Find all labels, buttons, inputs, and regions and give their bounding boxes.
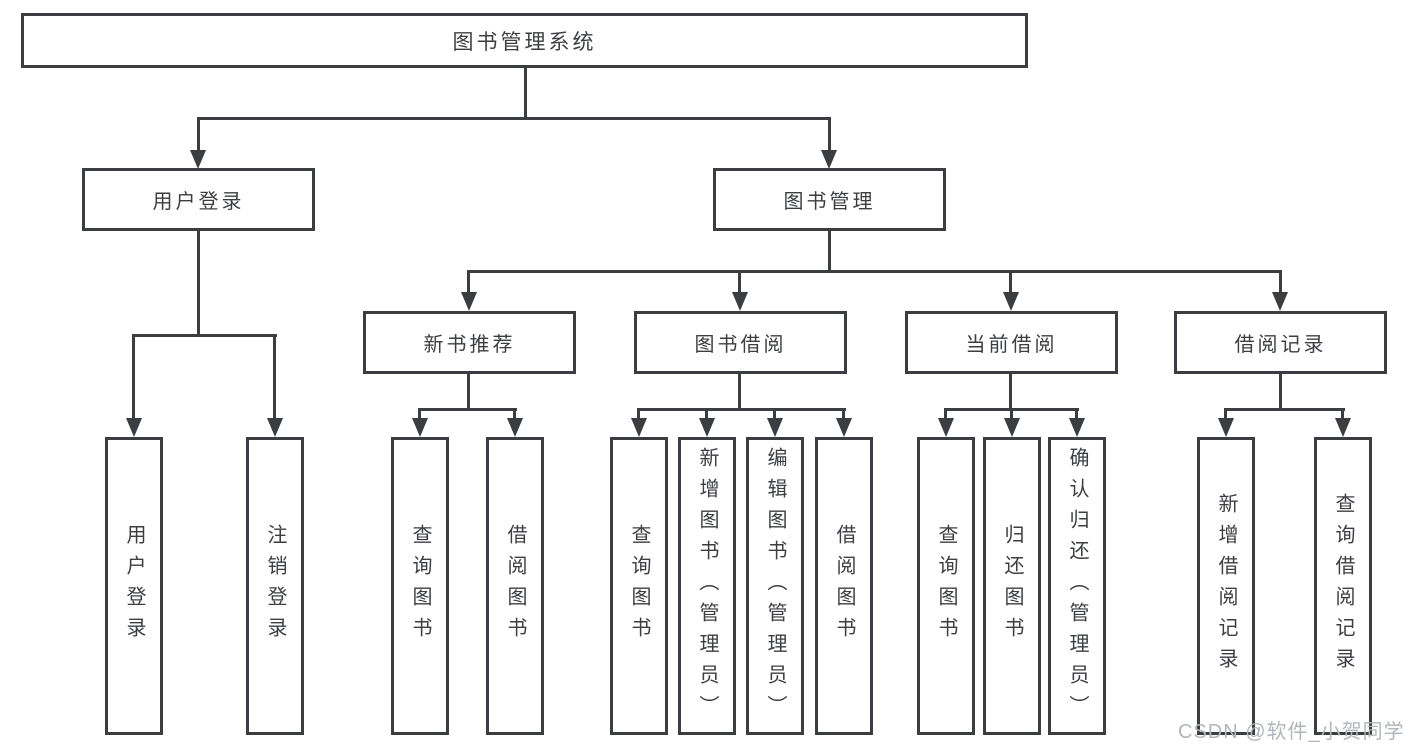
connector-line	[1224, 408, 1227, 419]
watermark: CSDN @软件_小贺同学	[1178, 721, 1405, 743]
arrow-down-icon	[267, 418, 283, 437]
connector-line	[738, 374, 741, 410]
connector-line	[637, 408, 640, 419]
arrow-down-icon	[1335, 418, 1351, 437]
node-new-book-recommendation: 新书推荐	[363, 311, 576, 374]
node-borrowing-records-label: 借阅记录	[1234, 334, 1327, 356]
connector-line	[1009, 374, 1012, 410]
node-book-borrowing-label: 图书借阅	[694, 334, 787, 356]
connector-line	[738, 270, 741, 294]
connector-line	[773, 408, 776, 419]
connector-line	[944, 408, 947, 419]
leaf-edit-book-admin: 编辑图书（管理员）	[746, 437, 804, 735]
leaf-user-login: 用户登录	[105, 437, 163, 735]
leaf-borrow-books-newbooks-label: 借阅图书	[504, 524, 526, 648]
connector-line	[828, 231, 831, 272]
connector-line	[197, 117, 831, 120]
leaf-add-borrow-record-label: 新增借阅记录	[1215, 493, 1237, 679]
arrow-down-icon	[126, 418, 142, 437]
leaf-logout-label: 注销登录	[264, 524, 286, 648]
arrow-down-icon	[507, 418, 523, 437]
arrow-down-icon	[1004, 418, 1020, 437]
leaf-confirm-return-admin: 确认归还（管理员）	[1048, 437, 1106, 735]
connector-line	[1010, 408, 1013, 419]
connector-line	[524, 68, 527, 118]
leaf-query-books-borrow: 查询图书	[610, 437, 668, 735]
connector-line	[513, 408, 516, 419]
leaf-borrow-books-borrow-label: 借阅图书	[833, 524, 855, 648]
connector-line	[828, 117, 831, 150]
node-new-book-recommendation-label: 新书推荐	[423, 334, 516, 356]
leaf-add-book-admin-label: 新增图书（管理员）	[696, 446, 718, 726]
connector-line	[418, 408, 421, 419]
leaf-query-borrow-record-label: 查询借阅记录	[1332, 493, 1354, 679]
leaf-add-book-admin: 新增图书（管理员）	[678, 437, 736, 735]
connector-line	[705, 408, 708, 419]
leaf-borrow-books-borrow: 借阅图书	[815, 437, 873, 735]
node-user-login: 用户登录	[82, 168, 315, 231]
leaf-return-book-label: 归还图书	[1001, 524, 1023, 648]
connector-line	[132, 334, 135, 418]
node-system-root-label: 图书管理系统	[452, 30, 597, 54]
arrow-down-icon	[699, 418, 715, 437]
node-book-management: 图书管理	[713, 168, 946, 231]
leaf-query-books-newbooks-label: 查询图书	[409, 524, 431, 648]
node-user-login-label: 用户登录	[152, 191, 245, 213]
leaf-return-book: 归还图书	[983, 437, 1041, 735]
connector-line	[273, 334, 276, 418]
node-current-borrowing-label: 当前借阅	[965, 334, 1058, 356]
arrow-down-icon	[1069, 418, 1085, 437]
connector-line	[1279, 270, 1282, 294]
connector-line	[467, 270, 1282, 273]
arrow-down-icon	[1218, 418, 1234, 437]
connector-line	[1009, 270, 1012, 294]
leaf-query-books-current: 查询图书	[917, 437, 975, 735]
connector-line	[1279, 374, 1282, 410]
leaf-user-login-label: 用户登录	[123, 524, 145, 648]
leaf-query-books-borrow-label: 查询图书	[628, 524, 650, 648]
arrow-down-icon	[767, 418, 783, 437]
leaf-borrow-books-newbooks: 借阅图书	[486, 437, 544, 735]
arrow-down-icon	[836, 418, 852, 437]
connector-line	[467, 270, 470, 294]
node-current-borrowing: 当前借阅	[905, 311, 1118, 374]
arrow-down-icon	[190, 150, 206, 169]
arrow-down-icon	[412, 418, 428, 437]
leaf-add-borrow-record: 新增借阅记录	[1197, 437, 1255, 735]
connector-line	[1341, 408, 1344, 419]
connector-line	[1224, 408, 1345, 411]
arrow-down-icon	[1003, 292, 1019, 311]
arrow-down-icon	[821, 150, 837, 169]
node-system-root: 图书管理系统	[21, 13, 1028, 68]
leaf-confirm-return-admin-label: 确认归还（管理员）	[1066, 446, 1088, 726]
connector-line	[1075, 408, 1078, 419]
leaf-query-borrow-record: 查询借阅记录	[1314, 437, 1372, 735]
connector-line	[418, 408, 517, 411]
connector-line	[197, 231, 200, 336]
node-book-management-label: 图书管理	[783, 191, 876, 213]
arrow-down-icon	[631, 418, 647, 437]
connector-line	[132, 334, 277, 337]
node-borrowing-records: 借阅记录	[1174, 311, 1387, 374]
node-book-borrowing: 图书借阅	[634, 311, 847, 374]
arrow-down-icon	[938, 418, 954, 437]
connector-line	[197, 117, 200, 150]
arrow-down-icon	[732, 292, 748, 311]
leaf-logout: 注销登录	[246, 437, 304, 735]
leaf-edit-book-admin-label: 编辑图书（管理员）	[764, 446, 786, 726]
leaf-query-books-newbooks: 查询图书	[391, 437, 449, 735]
connector-line	[842, 408, 845, 419]
arrow-down-icon	[461, 292, 477, 311]
leaf-query-books-current-label: 查询图书	[935, 524, 957, 648]
arrow-down-icon	[1272, 292, 1288, 311]
connector-line	[637, 408, 846, 411]
connector-line	[467, 374, 470, 410]
